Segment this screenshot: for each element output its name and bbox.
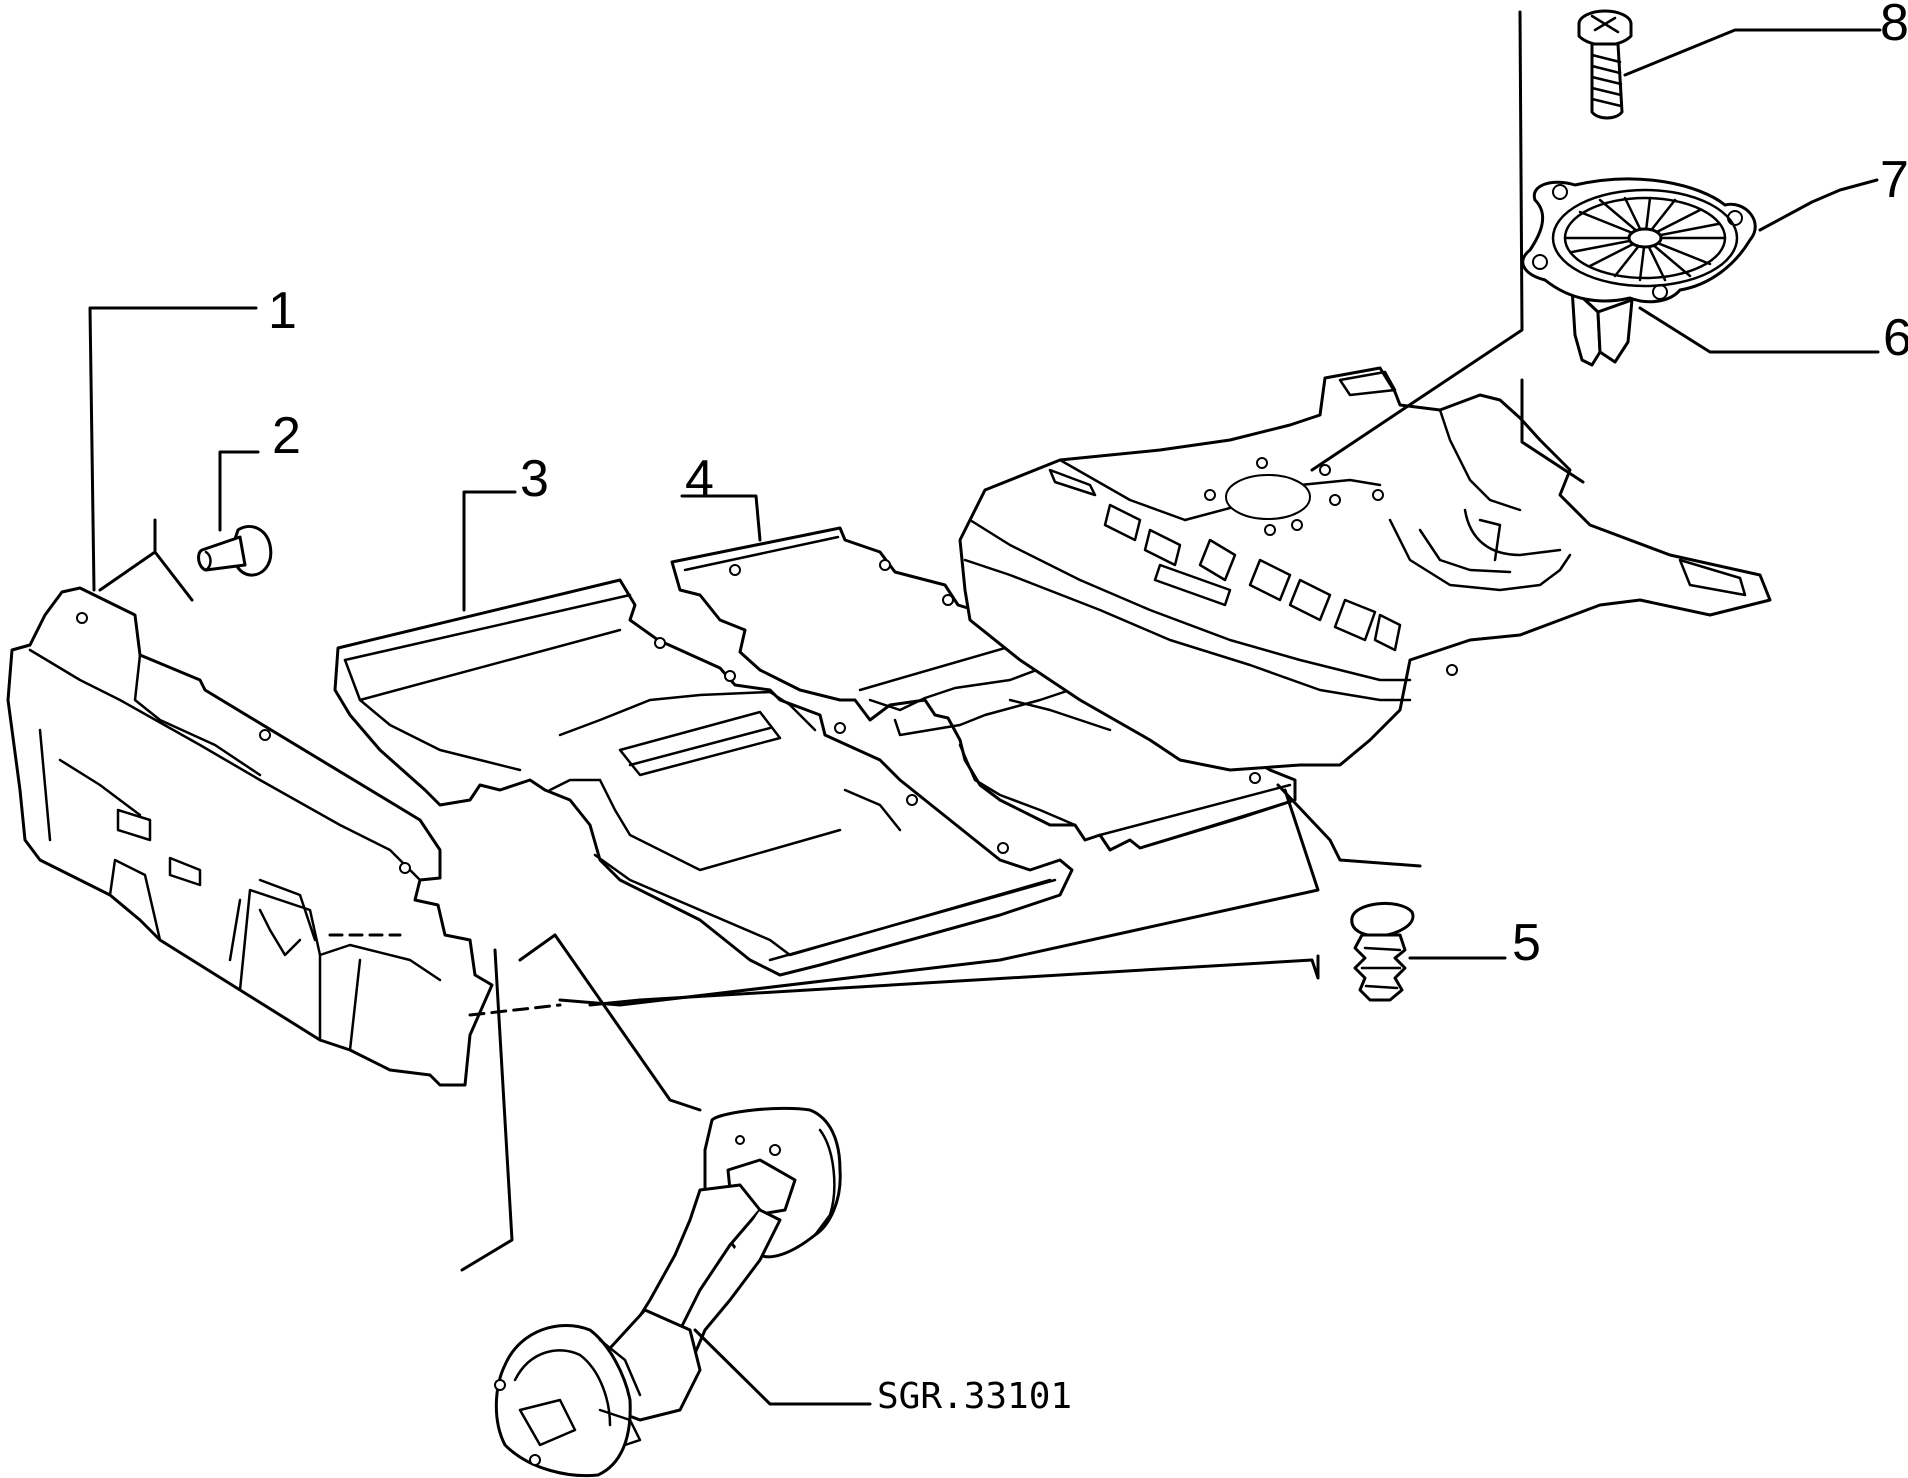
callout-4: 4 xyxy=(685,450,714,508)
leader-3 xyxy=(462,490,517,612)
part-2-plug[interactable] xyxy=(197,525,273,577)
callout-3: 3 xyxy=(520,450,549,508)
callout-8: 8 xyxy=(1880,0,1908,52)
part-3-floor-mat[interactable] xyxy=(333,578,1074,977)
leader-sgr xyxy=(693,1328,872,1406)
leader-7 xyxy=(1758,178,1879,232)
leader-lines xyxy=(88,10,1882,1406)
leader-1 xyxy=(88,306,258,592)
part-1-panel[interactable] xyxy=(6,586,494,1087)
part-7-grille-plate[interactable] xyxy=(1521,177,1757,304)
reference-code: SGR.33101 xyxy=(877,1376,1072,1417)
leader-6 xyxy=(1638,306,1880,354)
callout-5: 5 xyxy=(1512,914,1541,972)
part-5-push-fastener[interactable] xyxy=(1350,901,1415,1002)
leader-1-branch xyxy=(98,518,194,602)
leader-4 xyxy=(680,494,762,542)
rear-axle-assembly xyxy=(494,1106,842,1478)
callout-2: 2 xyxy=(272,407,301,465)
part-8-screw[interactable] xyxy=(1577,9,1633,120)
callout-labels: 1 2 3 4 5 6 7 8 SGR.33101 xyxy=(268,0,1908,1417)
leader-2 xyxy=(218,450,260,532)
callout-1: 1 xyxy=(268,282,297,340)
callout-6: 6 xyxy=(1883,309,1908,367)
leader-8 xyxy=(1623,28,1882,77)
callout-7: 7 xyxy=(1880,151,1908,209)
rear-floor-pan xyxy=(958,366,1772,772)
